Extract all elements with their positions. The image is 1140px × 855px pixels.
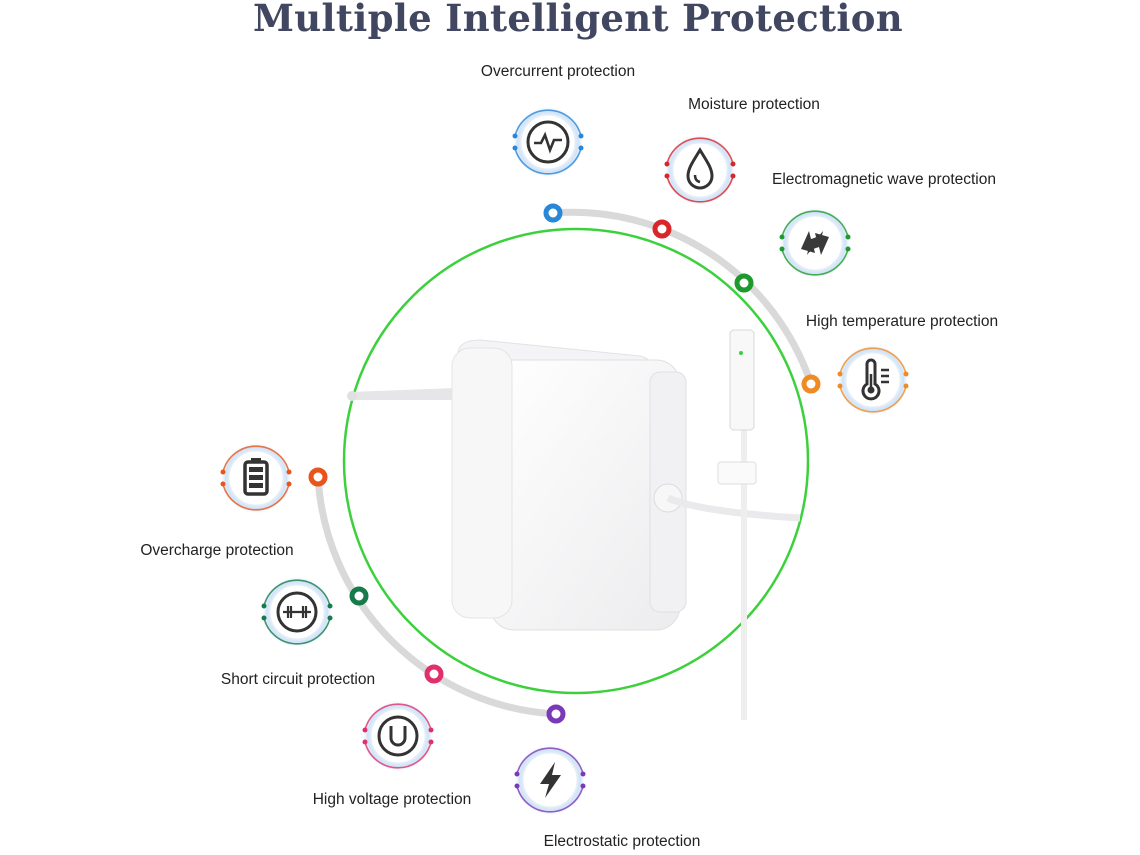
feature-label: Moisture protection	[688, 96, 820, 113]
track-dot	[801, 374, 821, 394]
feature-label: Electrostatic protection	[543, 833, 701, 850]
track-dot	[734, 273, 754, 293]
charger-image	[347, 329, 801, 720]
feature-label: Overcurrent protection	[480, 63, 636, 80]
pulse-icon	[506, 100, 590, 184]
voltage-u-icon	[356, 694, 440, 778]
battery-icon	[214, 436, 298, 520]
track-arc-lower	[314, 473, 560, 718]
lightning-icon	[508, 738, 592, 822]
arrows-cycle-icon	[773, 201, 857, 285]
feature-label: High temperature protection	[805, 313, 999, 330]
track-arc-upper	[549, 208, 815, 388]
track-dot	[546, 704, 566, 724]
track-dot	[308, 467, 328, 487]
track-dot	[652, 219, 672, 239]
feature-label: High voltage protection	[312, 791, 472, 808]
thermometer-icon	[831, 338, 915, 422]
feature-label: Short circuit protection	[220, 671, 376, 688]
short-circuit-icon	[255, 570, 339, 654]
track-dot	[424, 664, 444, 684]
page-title: Multiple Intelligent Protection	[253, 0, 903, 40]
green-ring	[342, 227, 810, 695]
feature-label: Electromagnetic wave protection	[771, 171, 997, 188]
feature-label: Overcharge protection	[140, 542, 294, 559]
track-dot	[349, 586, 369, 606]
water-drop-icon	[658, 128, 742, 212]
track-dot	[543, 203, 563, 223]
